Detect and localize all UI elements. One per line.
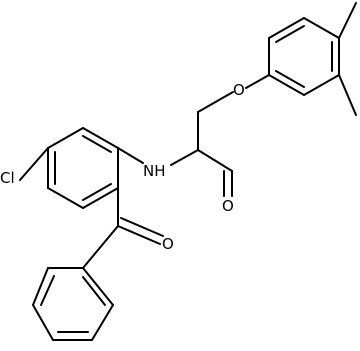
double-bond-inner bbox=[82, 135, 112, 153]
para-methyl-bond bbox=[338, 2, 357, 39]
phenyl-ring bbox=[32, 225, 119, 341]
bond bbox=[82, 187, 119, 209]
ether-oxygen-label: O bbox=[233, 81, 245, 99]
bond bbox=[268, 74, 305, 96]
double-bond-inner bbox=[82, 183, 112, 201]
ch2-o-bond bbox=[197, 91, 234, 113]
carbonyl-bond bbox=[197, 149, 233, 172]
bond bbox=[91, 304, 114, 341]
bond bbox=[303, 17, 340, 39]
bond bbox=[268, 17, 305, 39]
double-bond-inner bbox=[275, 25, 305, 43]
bond bbox=[82, 225, 119, 269]
bond bbox=[303, 74, 340, 96]
amide-nitrogen-label: NH bbox=[143, 162, 166, 180]
bond bbox=[32, 304, 54, 341]
c-n-bond bbox=[117, 147, 144, 164]
bond bbox=[82, 127, 119, 149]
double-bond-inner bbox=[275, 70, 305, 88]
ortho-methyl-bond bbox=[338, 74, 357, 116]
bond bbox=[82, 267, 114, 306]
ketone-oxygen-label: O bbox=[162, 235, 174, 253]
ketone-c-o-double bbox=[120, 217, 164, 237]
double-bond-inner bbox=[82, 276, 106, 306]
bond bbox=[47, 187, 84, 209]
n-c-bond bbox=[170, 149, 199, 166]
o-aryl-bond bbox=[245, 74, 270, 89]
chlorophenyl-ring bbox=[47, 127, 119, 209]
dimethylphenyl-ring bbox=[268, 17, 340, 96]
c-cl-bond bbox=[19, 147, 49, 181]
amide-oxygen-label: O bbox=[222, 197, 234, 215]
chlorine-label: Cl bbox=[0, 169, 15, 187]
bond bbox=[32, 267, 49, 306]
ketone-c-o-bond bbox=[117, 225, 161, 245]
double-bond-inner bbox=[40, 275, 55, 306]
bond bbox=[47, 127, 84, 149]
